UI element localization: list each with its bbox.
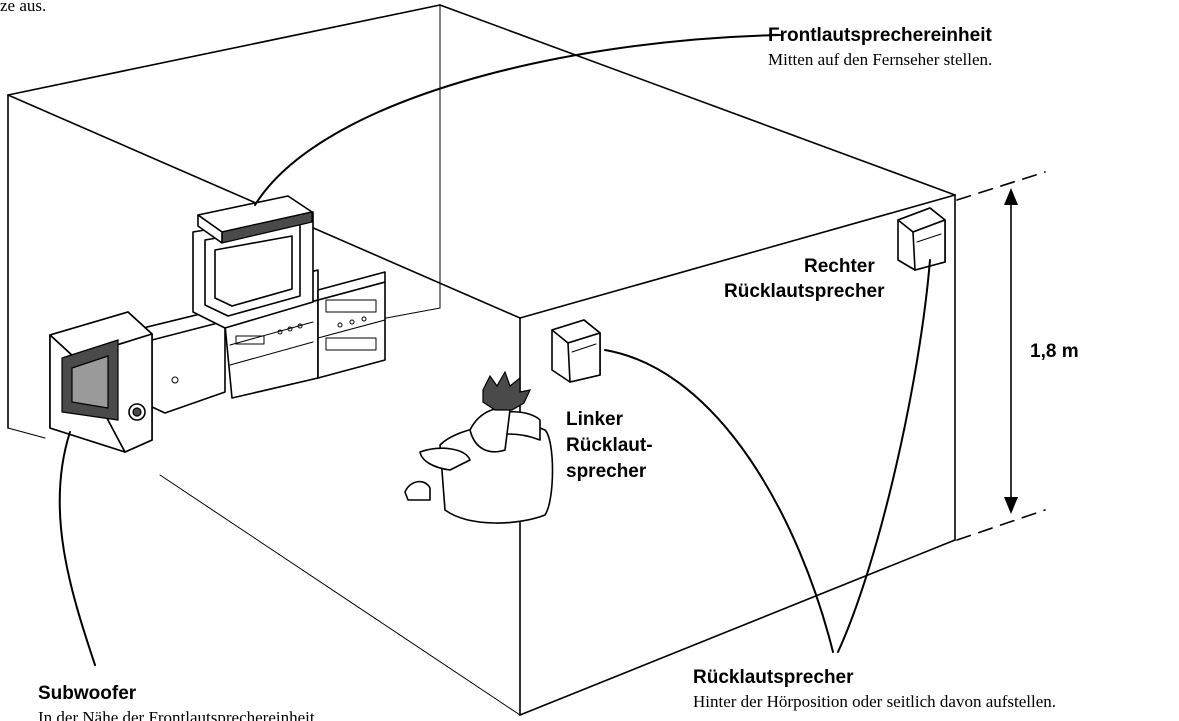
height-dimension — [956, 171, 1046, 541]
left-rear-speaker — [551, 319, 601, 383]
left-rear-label-line3: sprecher — [566, 461, 647, 482]
callout-lines — [58, 34, 931, 666]
left-rear-label-line1: Linker — [566, 409, 624, 430]
rear-speakers-note: Hinter der Hörposition oder seitlich dav… — [693, 692, 1057, 711]
front-speaker-title: Frontlautsprechereinheit — [768, 25, 992, 46]
right-rear-speaker — [897, 207, 946, 271]
top-text-fragment: ze aus. — [0, 0, 47, 15]
height-label: 1,8 m — [1030, 341, 1079, 362]
right-rear-label-line2: Rücklautsprecher — [724, 281, 885, 302]
tv-and-components — [134, 195, 386, 414]
subwoofer-note: In der Nähe der Frontlautsprechereinheit — [38, 708, 315, 721]
subwoofer-title: Subwoofer — [38, 683, 137, 704]
subwoofer-cabinet — [49, 311, 153, 453]
left-rear-label-line2: Rücklaut- — [566, 435, 653, 456]
front-speaker-note: Mitten auf den Fernseher stellen. — [768, 50, 993, 69]
right-rear-label-line1: Rechter — [804, 256, 875, 277]
rear-speakers-title: Rücklautsprecher — [693, 667, 854, 688]
listener-in-armchair — [404, 370, 554, 524]
